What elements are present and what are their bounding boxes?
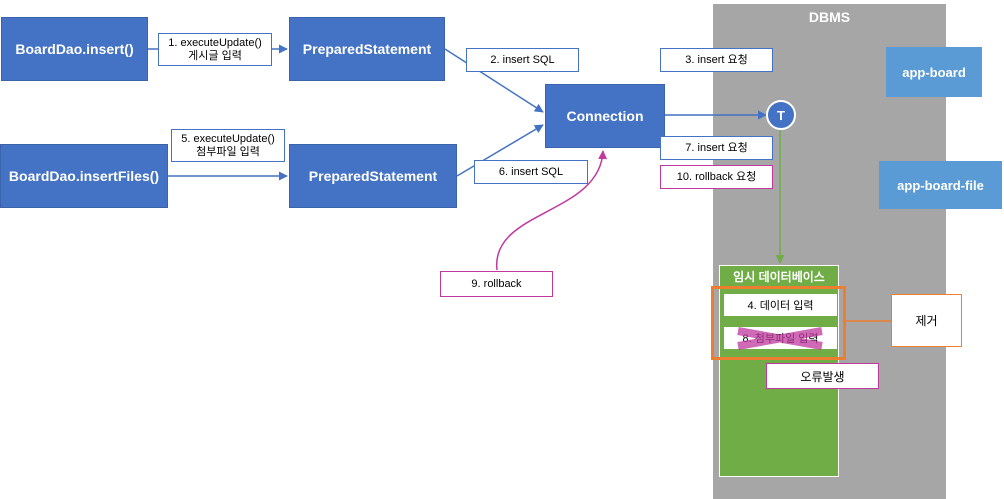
- board-dao-insert-files: BoardDao.insertFiles(): [0, 144, 168, 208]
- prepared-statement-2: PreparedStatement: [289, 144, 457, 208]
- step-7-label: 7. insert 요청: [660, 136, 773, 160]
- temp-database-title: 임시 데이터베이스: [733, 270, 825, 284]
- temp-row-data-insert: 4. 데이터 입력: [724, 294, 837, 316]
- step-10-label: 10. rollback 요청: [660, 165, 773, 189]
- step-1-label: 1. executeUpdate() 게시글 입력: [158, 33, 272, 66]
- remove-frame: [711, 286, 846, 360]
- prepared-statement-1: PreparedStatement: [289, 17, 445, 81]
- connection: Connection: [545, 84, 665, 148]
- board-dao-insert: BoardDao.insert(): [1, 17, 148, 81]
- step-3-label: 3. insert 요청: [660, 48, 773, 72]
- table-app-board: app-board: [886, 47, 982, 97]
- step-9-label: 9. rollback: [440, 271, 553, 297]
- remove-label: 제거: [891, 294, 962, 347]
- step-6-label: 6. insert SQL: [474, 160, 588, 184]
- step-5-label: 5. executeUpdate() 첨부파일 입력: [171, 129, 285, 162]
- table-app-board-file: app-board-file: [879, 161, 1002, 209]
- error-label: 오류발생: [766, 363, 879, 389]
- dbms-title: DBMS: [808, 9, 851, 25]
- step-2-label: 2. insert SQL: [466, 48, 579, 72]
- transaction-circle: T: [766, 100, 796, 130]
